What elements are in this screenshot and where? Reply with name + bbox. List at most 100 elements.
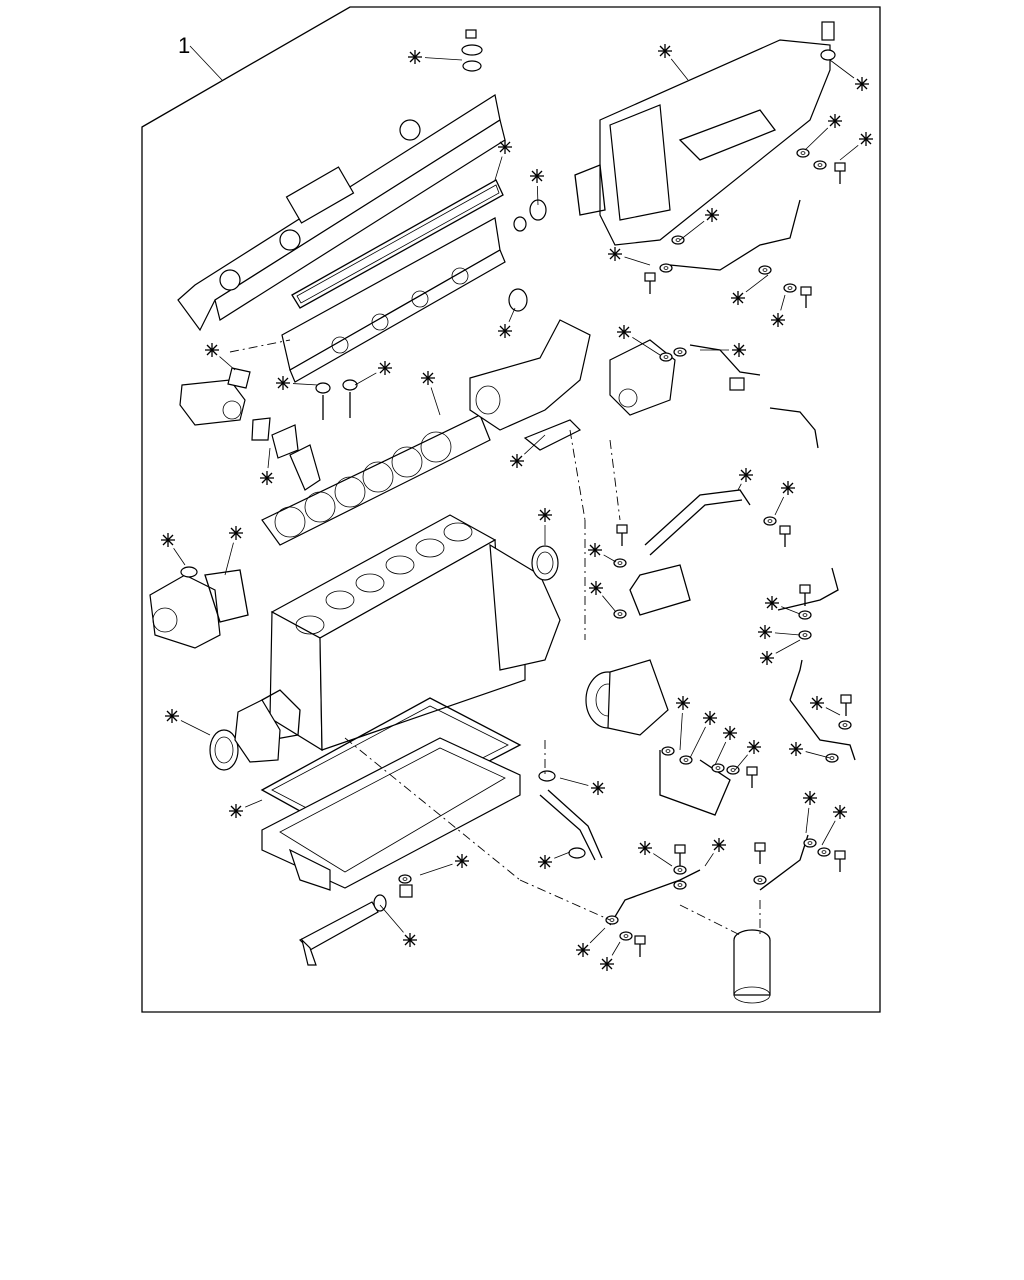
- kit-part-leader-31: [180, 720, 211, 736]
- kit-part-leader-1: [424, 57, 463, 61]
- kit-part-leader-11: [292, 383, 319, 386]
- kit-part-leader-28: [781, 606, 801, 615]
- kit-part-leader-45: [805, 807, 810, 834]
- kit-part-leader-27: [224, 542, 234, 576]
- intake-fasteners: [644, 148, 846, 309]
- kit-part-leader-26: [173, 548, 186, 566]
- kit-part-leader-10: [219, 356, 236, 371]
- rocker-cover-gasket: [291, 179, 504, 309]
- kit-part-callout-19: [259, 470, 275, 486]
- kit-part-callout-21: [738, 467, 754, 483]
- kit-part-leader-5: [536, 185, 539, 206]
- kit-part-callout-25: [537, 507, 553, 523]
- kit-part-callout-13: [420, 370, 436, 386]
- kit-part-leader-36: [734, 754, 748, 771]
- kit-part-callout-10: [204, 342, 220, 358]
- fuel-pipes: [613, 489, 791, 619]
- kit-part-callout-8: [704, 207, 720, 223]
- right-side-pipes: [777, 567, 856, 763]
- intake-manifold: [513, 21, 836, 246]
- oil-pan: [261, 737, 521, 891]
- kit-part-callout-46: [832, 804, 848, 820]
- kit-part-callout-37: [809, 695, 825, 711]
- kit-part-callout-16: [731, 342, 747, 358]
- kit-part-leader-32: [245, 799, 263, 808]
- kit-part-callout-31: [164, 708, 180, 724]
- thermostat-housing: [179, 367, 321, 491]
- kit-part-callout-6: [827, 113, 843, 129]
- kit-part-leader-9: [624, 256, 651, 266]
- kit-part-callout-32: [228, 803, 244, 819]
- kit-part-callout-47: [575, 942, 591, 958]
- kit-part-callout-20: [509, 453, 525, 469]
- kit-part-leader-3: [829, 59, 855, 79]
- kit-part-callout-22: [780, 480, 796, 496]
- kit-part-leader-39: [559, 777, 589, 786]
- turbo-oil-pipes: [538, 746, 758, 861]
- kit-part-callout-15: [616, 324, 632, 340]
- water-pump: [149, 566, 249, 649]
- kit-part-callout-41: [454, 853, 470, 869]
- cylinder-head: [281, 217, 506, 383]
- kit-part-leader-18: [780, 294, 786, 311]
- breather-cap: [461, 29, 483, 72]
- kit-part-leader-38: [805, 751, 831, 759]
- kit-part-callout-24: [588, 580, 604, 596]
- kit-part-leader-33: [679, 712, 683, 751]
- turbocharger: [585, 659, 669, 736]
- kit-part-callout-34: [702, 710, 718, 726]
- kit-part-callout-5: [529, 168, 545, 184]
- kit-part-callouts: [160, 43, 874, 972]
- item-number-label: 1: [178, 33, 190, 58]
- kit-part-callout-26: [160, 532, 176, 548]
- kit-part-leader-23: [603, 554, 617, 563]
- crankshaft-seals: [209, 545, 559, 771]
- kit-part-leader-20: [524, 434, 546, 455]
- kit-part-callout-23: [587, 542, 603, 558]
- kit-part-callout-12: [377, 360, 393, 376]
- kit-part-leader-4: [494, 156, 503, 181]
- kit-part-callout-42: [402, 932, 418, 948]
- kit-frame: [141, 6, 881, 1013]
- kit-part-leader-24: [602, 595, 617, 613]
- cylinder-head-gasket: [261, 414, 491, 546]
- kit-part-callout-35: [722, 725, 738, 741]
- fuel-injection-pump: [609, 339, 819, 449]
- kit-part-callout-43: [637, 840, 653, 856]
- kit-part-callout-30: [759, 650, 775, 666]
- kit-part-leader-8: [679, 220, 705, 241]
- kit-part-callout-3: [854, 76, 870, 92]
- valve-stem-seals: [315, 379, 358, 420]
- kit-part-callout-4: [497, 139, 513, 155]
- kit-part-callout-7: [858, 131, 874, 147]
- kit-part-leader-40: [554, 851, 571, 859]
- kit-part-leader-46: [821, 820, 836, 846]
- kit-part-leader-19: [267, 447, 271, 469]
- kit-part-leader-22: [774, 496, 785, 516]
- kit-part-callout-45: [802, 790, 818, 806]
- item-leader-line: [189, 45, 223, 81]
- kit-part-leader-43: [653, 853, 673, 867]
- kit-part-leader-13: [430, 387, 441, 416]
- kit-part-leader-47: [589, 927, 606, 944]
- kit-part-callout-18: [770, 312, 786, 328]
- kit-part-callout-14: [497, 323, 513, 339]
- kit-part-callout-17: [730, 290, 746, 306]
- kit-part-callout-2: [657, 43, 673, 59]
- kit-part-leader-21: [737, 483, 742, 491]
- kit-part-callout-48: [599, 956, 615, 972]
- kit-part-leader-48: [611, 941, 621, 956]
- kit-part-leader-29: [774, 632, 801, 636]
- kit-part-leader-30: [775, 639, 801, 654]
- kit-part-leader-35: [714, 741, 727, 766]
- kit-part-callout-33: [675, 695, 691, 711]
- kit-part-callout-28: [764, 595, 780, 611]
- assembly-lines: [229, 339, 761, 936]
- kit-part-leader-12: [354, 372, 377, 386]
- oil-gauge-pipe: [299, 894, 387, 966]
- kit-part-leader-41: [419, 863, 453, 876]
- kit-part-leader-42: [379, 904, 404, 933]
- kit-part-callout-11: [275, 375, 291, 391]
- kit-part-callout-36: [746, 739, 762, 755]
